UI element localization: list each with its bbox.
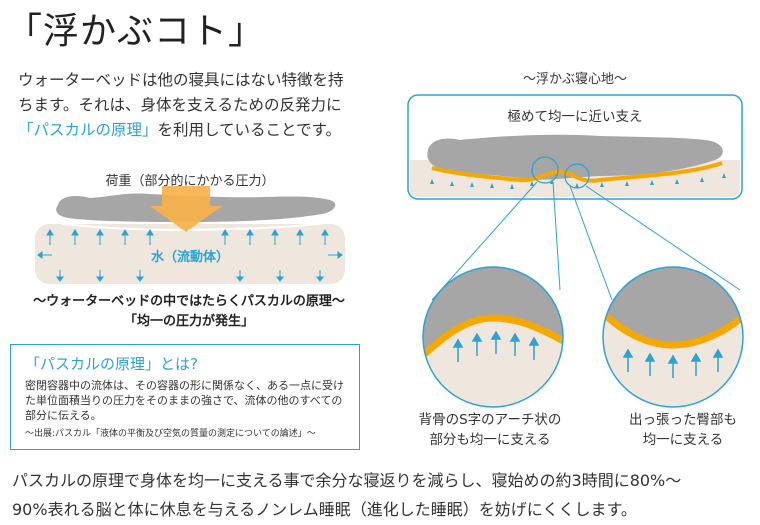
left-body-line — [61, 221, 331, 231]
page-title: 「浮かぶコト」 — [6, 11, 266, 52]
right-diagram-title: ～浮かぶ寝心地～ — [522, 72, 627, 87]
left-pressure-arrows — [37, 229, 343, 282]
intro-line-3: 「パスカルの原理」を利用していることです。 — [18, 118, 398, 143]
zoom-circle-hip — [603, 267, 743, 407]
pascal-box-source: ～出展:パスカル「液体の平衡及び空気の質量の測定についての論述」～ — [25, 429, 316, 439]
bottom-paragraph: パスカルの原理で身体を均一に支える事で余分な寝返りを減らし、寝始めの約3時間に8… — [12, 466, 757, 524]
caption-line-2: 「均一の圧力が発生」 — [123, 314, 254, 329]
pascal-box-title: 「パスカルの原理」とは? — [25, 355, 198, 373]
zoom-line-1 — [431, 181, 538, 301]
left-diagram-caption: ～ウォーターベッドの中ではたらくパスカルの原理～ 「均一の圧力が発生」 — [14, 292, 364, 332]
zoom-caption-hip-line-1: 出っ張った臀部も — [629, 412, 737, 428]
intro-line-2: ちます。それは、身体を支えるための反発力に — [18, 96, 342, 114]
right-body-silhouette — [427, 134, 723, 180]
left-mattress — [35, 224, 345, 284]
load-label: 荷重（部分的にかかる圧力） — [105, 174, 275, 189]
pascal-definition-box: 「パスカルの原理」とは? 密閉容器中の流体は、その容器の形に関係なく、ある一点に… — [10, 344, 360, 450]
intro-line-1: ウォーターベッドは他の寝具にはない特徴を持 — [18, 71, 344, 89]
zoom-caption-hip: 出っ張った臀部も 均一に支える — [598, 410, 760, 450]
intro-highlight: 「パスカルの原理」 — [18, 121, 158, 139]
bottom-line-1: パスカルの原理で身体を均一に支える事で余分な寝返りを減らし、寝始めの約3時間に8… — [12, 471, 682, 490]
zoom-line-2 — [552, 181, 561, 291]
intro-paragraph: ウォーターベッドは他の寝具にはない特徴を持 ちます。それは、身体を支えるための反… — [18, 68, 398, 143]
load-arrow — [150, 186, 222, 232]
zoom-caption-spine-line-2: 部分も均一に支える — [429, 432, 551, 448]
left-mattress-diagram — [35, 186, 345, 284]
water-label: 水（流動体） — [151, 249, 229, 265]
zoom-circle-spine-frame — [422, 266, 564, 408]
right-pressure-arrows — [430, 173, 726, 189]
caption-line-1: ～ウォーターベッドの中ではたらくパスカルの原理～ — [33, 294, 345, 309]
right-support-line — [431, 161, 723, 183]
zoom-marker-hip — [564, 163, 590, 189]
zoom-line-4 — [585, 185, 741, 291]
zoom-caption-hip-line-2: 均一に支える — [642, 432, 724, 448]
zoom-caption-spine-line-1: 背骨のS字のアーチ状の — [418, 412, 562, 428]
bottom-line-2: 90%表れる脳と体に休息を与えるノンレム睡眠（進化した睡眠）を妨げにくくします。 — [12, 500, 637, 519]
zoom-caption-spine: 背骨のS字のアーチ状の 部分も均一に支える — [400, 410, 580, 450]
zoom-marker-spine — [531, 156, 559, 184]
zoom-circle-spine — [423, 267, 563, 407]
right-panel — [407, 94, 743, 200]
zoom-circle-hip-frame — [602, 266, 744, 408]
zoom-line-3 — [569, 185, 613, 301]
right-panel-label: 極めて均一に近い支え — [507, 109, 643, 125]
pascal-box-body: 密閉容器中の流体は、その容器の形に関係なく、ある一点に受けた単位面積当りの圧力を… — [25, 379, 344, 422]
intro-line-3-rest: を利用していることです。 — [157, 121, 342, 139]
